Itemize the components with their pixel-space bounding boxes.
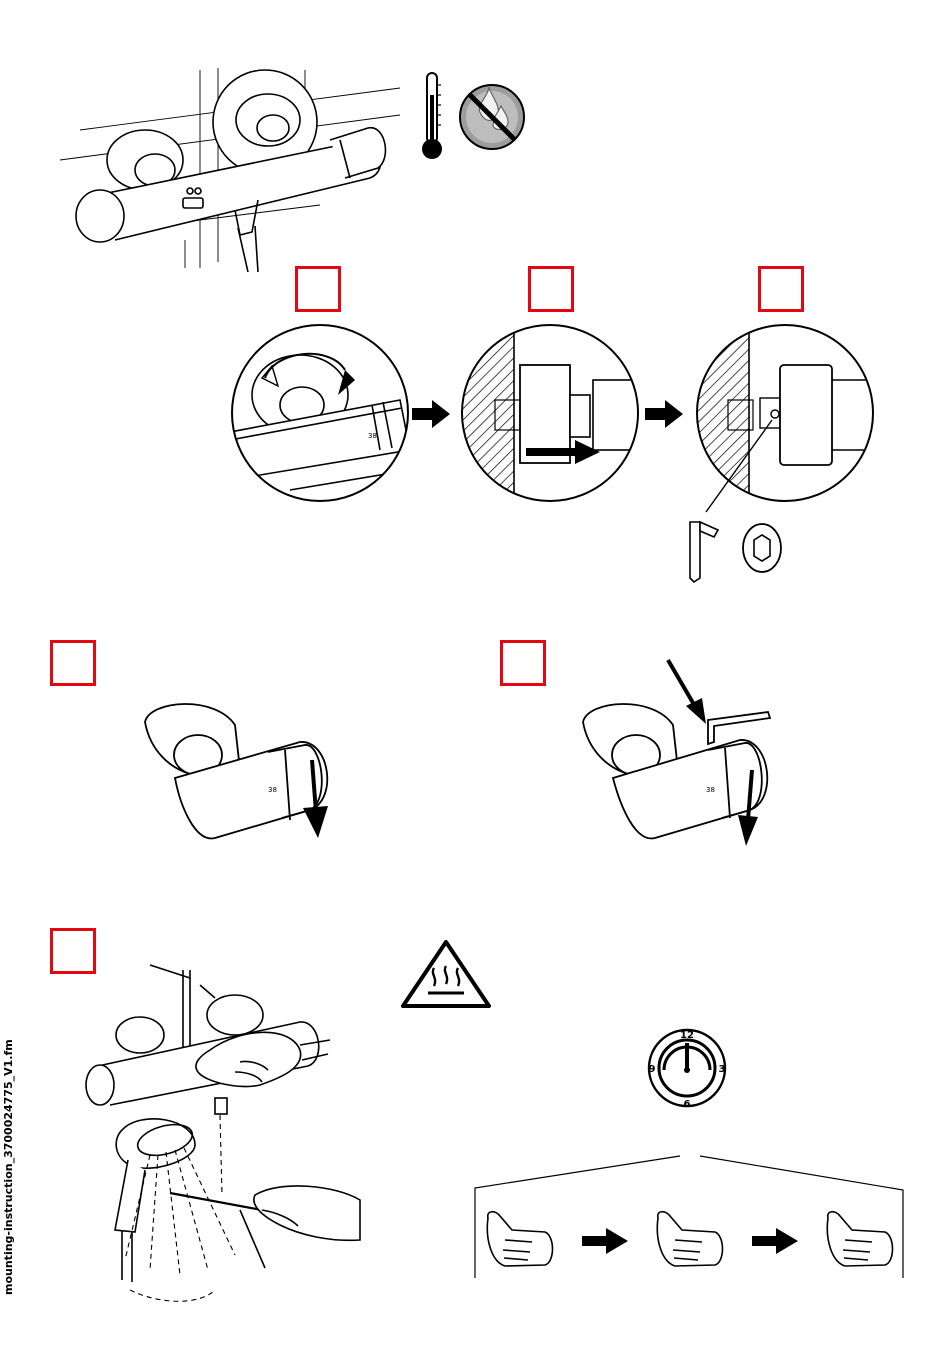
arrow-right-2 (645, 400, 683, 428)
knob-turn-left: 38 (145, 704, 327, 838)
clock-number-12: 12 (680, 1030, 694, 1041)
sequence-arrow-2 (752, 1228, 798, 1254)
hand-2 (657, 1212, 722, 1266)
detail-hex-screw (697, 325, 875, 512)
svg-text:38: 38 (368, 432, 377, 440)
clock-number-3: 3 (719, 1064, 726, 1075)
sequence-arrow-1 (582, 1228, 628, 1254)
hex-key-icon (690, 522, 718, 582)
press-arrow (668, 660, 706, 724)
detail-turn-knob: 38 (230, 325, 410, 505)
arrow-right-1 (412, 400, 450, 428)
detail-pull-off-knob (462, 325, 638, 505)
clock-number-9: 9 (649, 1064, 656, 1075)
clock-dial-icon: 12 3 6 9 (649, 1030, 726, 1110)
svg-text:38: 38 (268, 786, 277, 794)
hot-surface-warning-icon (403, 942, 489, 1006)
clock-number-6: 6 (684, 1099, 691, 1110)
svg-text:38: 38 (706, 786, 715, 794)
hand-1 (487, 1212, 552, 1266)
temperature-check-illustration (86, 965, 360, 1301)
hex-socket-icon (743, 524, 781, 572)
no-water-icon (460, 85, 524, 149)
hand-sequence (487, 1212, 892, 1266)
thermostat-overview (60, 68, 400, 272)
document-filename: mounting-instruction_3700024775_V1.fm (2, 995, 18, 1295)
thermometer-icon (422, 73, 442, 159)
hand-3 (827, 1212, 892, 1266)
